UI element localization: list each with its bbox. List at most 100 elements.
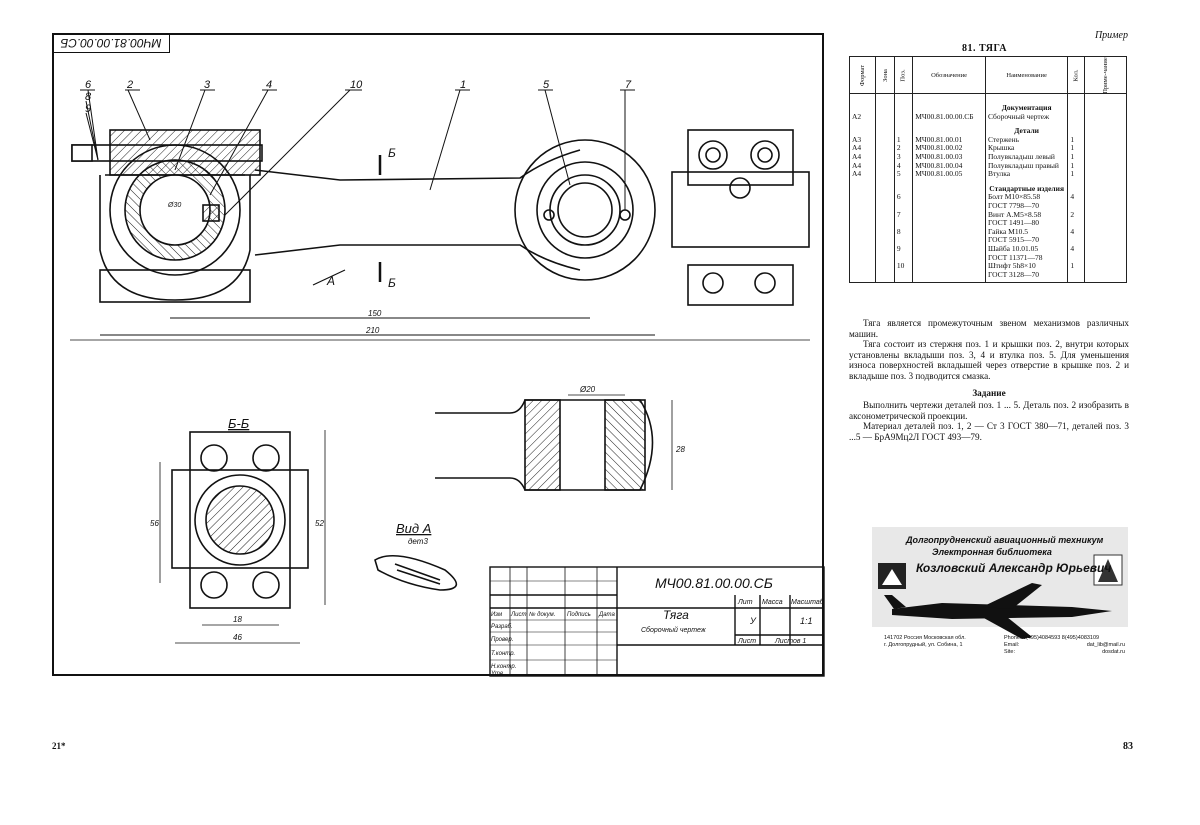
- task-heading: Задание: [849, 388, 1129, 399]
- spec-cell: 9: [894, 245, 912, 262]
- spec-cell: 4: [1068, 245, 1085, 262]
- spec-cell: 10: [894, 262, 912, 283]
- page-number-left: 21*: [52, 741, 66, 751]
- view-a-subtitle: дет3: [408, 537, 428, 546]
- section-mark-label: Б: [388, 146, 396, 160]
- description-paragraph: Тяга является промежуточным звеном механ…: [849, 318, 1129, 339]
- title-block-name: Тяга: [663, 608, 689, 622]
- leader-label: 5: [543, 79, 550, 91]
- bearing-section-view: [435, 395, 672, 490]
- spec-cell: МЧ00.81.00.00.СБ: [913, 113, 986, 122]
- leader-label: 10: [350, 79, 363, 91]
- dimension-label: 150: [368, 309, 382, 318]
- title-block-scale: Масштаб: [791, 598, 825, 606]
- side-view: [672, 130, 809, 305]
- dimension-label: Ø30: [167, 202, 181, 209]
- spec-cell: МЧ00.81.00.05: [913, 170, 986, 179]
- spec-section: Документация: [985, 94, 1067, 113]
- spec-header: Формат: [850, 57, 876, 94]
- library-address: 141702 Россия Московская обл.г. Долгопру…: [884, 635, 966, 649]
- dimension-label: Ø20: [579, 385, 596, 394]
- spec-cell: 7: [894, 211, 912, 228]
- title-block-row: Разраб.: [491, 624, 513, 630]
- section-mark-label: Б: [388, 276, 396, 290]
- dimension-label: 46: [233, 633, 242, 642]
- spec-cell: Втулка: [985, 170, 1067, 179]
- assembly-drawing: 6 8 9 2 3 4 10 1 5 7 Б Б А 150 210 Ø30 Б…: [0, 0, 830, 680]
- rod-view: [255, 140, 655, 280]
- leader-label: 7: [625, 79, 632, 91]
- spec-cell: 8: [894, 228, 912, 245]
- description-paragraph: Тяга состоит из стержня поз. 1 и крышки …: [849, 339, 1129, 381]
- spec-section: Детали: [985, 121, 1067, 136]
- section-title: 81. ТЯГА: [962, 43, 1007, 54]
- spec-cell: Штифт 5h8×10ГОСТ 3128—70: [985, 262, 1067, 283]
- library-line3: Козловский Александр Юрьевич: [916, 561, 1111, 575]
- leader-label: 6: [85, 79, 92, 91]
- dimension-label: 56: [150, 519, 159, 528]
- task-paragraph: Выполнить чертежи деталей поз. 1 ... 5. …: [849, 400, 1129, 421]
- dimension-label: 52: [315, 519, 324, 528]
- page-number-right: 83: [1123, 741, 1133, 752]
- spec-cell: Сборочный чертеж: [985, 113, 1067, 122]
- spec-header: Кол.: [1068, 57, 1085, 94]
- spec-cell: A2: [850, 113, 876, 122]
- spec-cell: 2: [1068, 211, 1085, 228]
- leader-label: 8: [85, 91, 92, 103]
- spec-section: Стандартные изделия: [985, 179, 1067, 194]
- view-arrow-label: А: [326, 274, 335, 288]
- title-block-col: № докум.: [529, 611, 555, 618]
- title-block-col: Подпись: [567, 612, 591, 618]
- spec-cell: A4: [850, 170, 876, 179]
- title-block-row: Утв.: [490, 671, 505, 677]
- spec-cell: 1: [1068, 170, 1085, 179]
- library-line2: Электронная библиотека: [932, 547, 1052, 557]
- leader-label: 9: [85, 103, 91, 115]
- title-block-row: Провер.: [491, 637, 513, 643]
- spec-cell: 6: [894, 193, 912, 210]
- task-paragraph: Материал деталей поз. 1, 2 — Ст 3 ГОСТ 3…: [849, 421, 1129, 442]
- spec-header: Наименование: [985, 57, 1067, 94]
- spec-cell: 4: [1068, 193, 1085, 210]
- spec-cell: Гайка М10.5ГОСТ 5915—70: [985, 228, 1067, 245]
- title-block-row: Н.контр.: [491, 664, 516, 670]
- title-block-lit: Лит: [737, 599, 753, 606]
- title-block-mass: Масса: [762, 599, 783, 606]
- spec-header: Зона: [876, 57, 895, 94]
- title-block-doctype: Сборочный чертеж: [641, 626, 707, 634]
- leader-label: 1: [460, 79, 466, 91]
- spec-header: Приме-чание: [1085, 57, 1127, 94]
- spec-cell: 4: [1068, 228, 1085, 245]
- spec-header: Обозначение: [913, 57, 986, 94]
- big-end-view: [72, 130, 262, 302]
- view-a-title: Вид А: [396, 521, 431, 536]
- example-note: Пример: [1095, 30, 1128, 41]
- spec-cell: Болт М10×85.58ГОСТ 7798—70: [985, 193, 1067, 210]
- library-line1: Долгопрудненский авиационный техникум: [906, 535, 1103, 545]
- spec-header: Поз.: [894, 57, 912, 94]
- title-block-sheets: Листов 1: [774, 638, 806, 645]
- title-block-sheet: Лист: [737, 638, 756, 645]
- spec-cell: 5: [894, 170, 912, 179]
- description-text: Тяга является промежуточным звеном механ…: [849, 318, 1129, 443]
- title-block-col: Дата: [598, 612, 615, 618]
- dimension-label: 18: [233, 615, 242, 624]
- title-block-col: Изм: [491, 612, 502, 618]
- title-block-col: Лист: [510, 612, 526, 618]
- specification-table: Формат Зона Поз. Обозначение Наименовани…: [849, 56, 1127, 283]
- title-block-code: МЧ00.81.00.00.СБ: [655, 575, 773, 591]
- spec-cell: Винт А.М5×8.58ГОСТ 1491—80: [985, 211, 1067, 228]
- title-block-scale-value: 1:1: [800, 616, 813, 626]
- title-block-lit-value: У: [749, 616, 757, 626]
- view-a-detail: [375, 556, 456, 590]
- dimension-label: 210: [365, 326, 380, 335]
- section-bb-view: [160, 430, 325, 643]
- spec-cell: 1: [1068, 262, 1085, 283]
- leader-label: 4: [266, 79, 272, 91]
- leader-label: 2: [126, 79, 133, 91]
- library-stamp: Долгопрудненский авиационный техникум Эл…: [872, 527, 1128, 659]
- spec-cell: Шайба 10.01.05ГОСТ 11371—78: [985, 245, 1067, 262]
- dimension-label: 28: [675, 445, 685, 454]
- leader-label: 3: [204, 79, 211, 91]
- library-links: dat_lib@mail.rudosdat.ru: [1077, 642, 1125, 656]
